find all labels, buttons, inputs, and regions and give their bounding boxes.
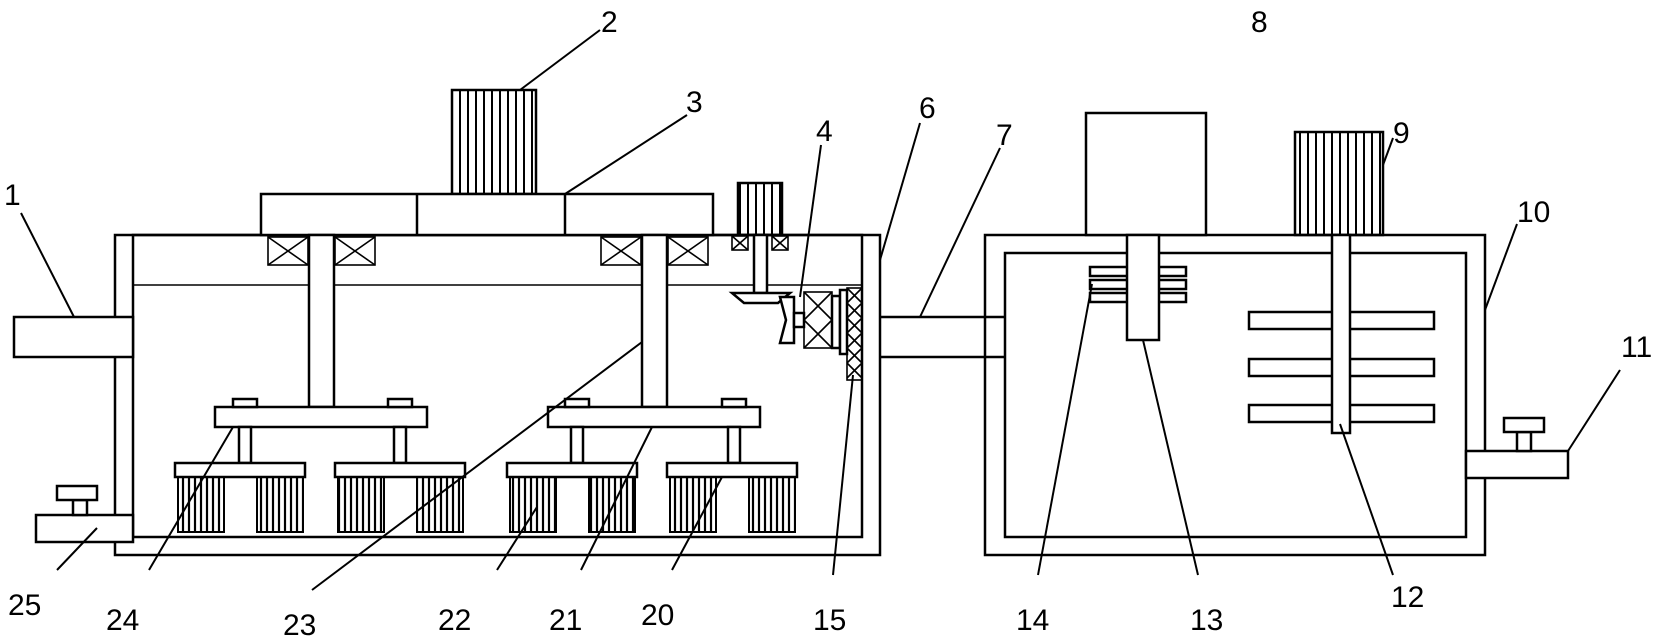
inlet-pipe: [12, 315, 135, 359]
label-23: 23: [283, 609, 316, 642]
label-9: 9: [1393, 117, 1410, 150]
outlet-valve: [1464, 416, 1570, 480]
label-4: 4: [816, 115, 833, 148]
label-13: 13: [1190, 604, 1223, 637]
callout-labels: 1 2 3 4 6 7 8 9 10 11 12 13 14 15 20 21 …: [4, 6, 1652, 642]
label-7: 7: [996, 119, 1013, 152]
small-motor: [728, 181, 794, 305]
label-11: 11: [1621, 331, 1652, 364]
gearbox: [259, 192, 715, 237]
label-15: 15: [813, 604, 846, 637]
mixer-motor: [1293, 130, 1385, 237]
drive-shafts: [307, 233, 669, 409]
drain-valve: [34, 484, 135, 544]
label-21: 21: [549, 604, 582, 637]
label-2: 2: [601, 6, 618, 39]
label-6: 6: [919, 92, 936, 125]
label-1: 1: [4, 179, 21, 212]
label-22: 22: [438, 604, 471, 637]
stirrer: [1247, 233, 1436, 435]
label-8: 8: [1251, 6, 1268, 39]
label-14: 14: [1016, 604, 1049, 637]
feed-assembly: [1088, 233, 1188, 342]
label-24: 24: [106, 604, 139, 637]
label-25: 25: [8, 589, 41, 622]
gear-assembly: [778, 288, 849, 356]
right-tank: [983, 233, 1487, 557]
label-20: 20: [641, 599, 674, 632]
label-10: 10: [1517, 196, 1550, 229]
label-12: 12: [1391, 581, 1424, 614]
leader-lines: [20, 29, 1621, 591]
dosing-box: [1084, 111, 1208, 237]
brush-holders: [213, 397, 762, 465]
filter-screen: [846, 287, 863, 381]
brush-units: [173, 461, 799, 533]
label-3: 3: [686, 86, 703, 119]
top-motor: [450, 88, 538, 196]
